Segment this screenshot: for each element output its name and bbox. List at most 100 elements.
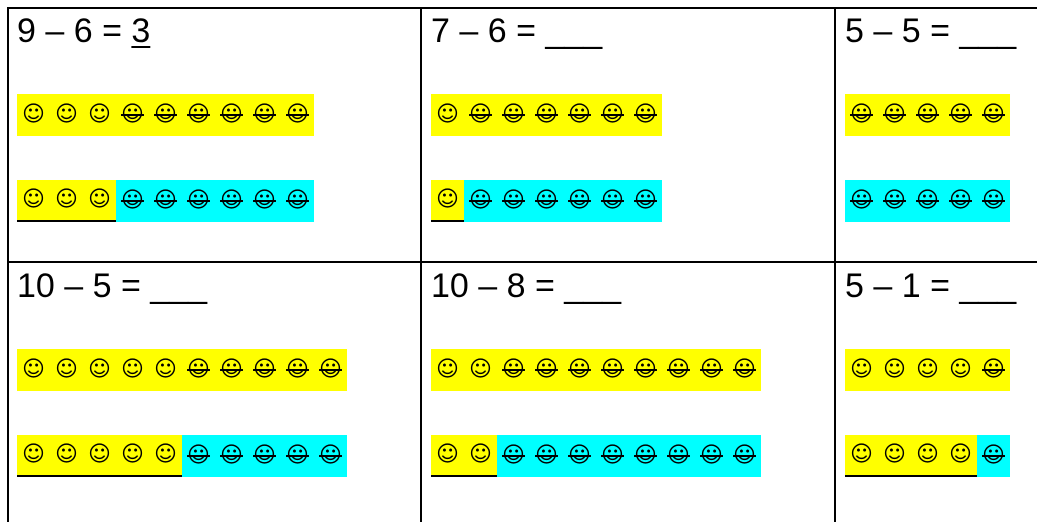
answer-blank: ___: [959, 12, 1017, 50]
removed-smiley-icon: ☺: [629, 435, 662, 477]
grid-line-left: [7, 7, 9, 522]
crossed-out-smiley-icon: ☺: [728, 349, 761, 391]
crossed-out-smiley-icon: ☺: [662, 349, 695, 391]
smiley-icon: ☺: [83, 349, 116, 391]
crossed-out-smiley-icon: ☺: [845, 94, 878, 136]
kept-smiley-icon: ☺: [845, 435, 878, 477]
removed-smiley-icon: ☺: [314, 435, 347, 477]
equation-text: 5 – 1 =: [845, 267, 960, 305]
highlighted-row: ☺☺☺☺☺☺☺☺☺☺: [431, 435, 761, 477]
problem-cell-2: 7 – 6 = ___ ☺☺☺☺☺☺☺ ☺☺☺☺☺☺☺: [421, 7, 835, 262]
subtraction-worksheet: 9 – 6 = 3 ☺☺☺☺☺☺☺☺☺ ☺☺☺☺☺☺☺☺☺ 7 – 6 = __…: [7, 7, 1037, 522]
kept-smiley-icon: ☺: [431, 435, 464, 477]
highlighted-row: ☺☺☺☺☺: [845, 180, 1010, 222]
crossed-out-smiley-icon: ☺: [944, 94, 977, 136]
kept-smiley-icon: ☺: [464, 435, 497, 477]
smiley-icon: ☺: [149, 349, 182, 391]
smiley-icon: ☺: [464, 349, 497, 391]
crossed-out-smiley-icon: ☺: [281, 94, 314, 136]
removed-smiley-icon: ☺: [281, 435, 314, 477]
crossed-out-smiley-icon: ☺: [977, 349, 1010, 391]
removed-smiley-icon: ☺: [596, 180, 629, 222]
removed-smiley-icon: ☺: [944, 180, 977, 222]
crossed-out-smiley-icon: ☺: [629, 349, 662, 391]
kept-smiley-icon: ☺: [17, 435, 50, 477]
crossed-out-smiley-icon: ☺: [314, 349, 347, 391]
crossed-out-smiley-icon: ☺: [497, 349, 530, 391]
crossed-out-smiley-icon: ☺: [596, 349, 629, 391]
removed-smiley-icon: ☺: [530, 435, 563, 477]
crossed-out-smiley-icon: ☺: [149, 94, 182, 136]
smiley-icon: ☺: [50, 349, 83, 391]
removed-smiley-icon: ☺: [215, 180, 248, 222]
removed-smiley-icon: ☺: [215, 435, 248, 477]
crossed-out-smiley-icon: ☺: [530, 94, 563, 136]
smiley-icon: ☺: [83, 94, 116, 136]
crossed-out-smiley-icon: ☺: [911, 94, 944, 136]
grid-line-divider-2: [834, 7, 836, 522]
removed-smiley-icon: ☺: [182, 180, 215, 222]
removed-smiley-icon: ☺: [845, 180, 878, 222]
smiley-icon: ☺: [911, 349, 944, 391]
smiley-icon: ☺: [944, 349, 977, 391]
highlighted-row: ☺☺☺☺☺☺☺: [431, 180, 662, 222]
crossed-out-smiley-icon: ☺: [182, 349, 215, 391]
crossed-out-row: ☺☺☺☺☺: [845, 349, 1010, 391]
crossed-out-smiley-icon: ☺: [248, 94, 281, 136]
crossed-out-smiley-icon: ☺: [215, 94, 248, 136]
kept-smiley-icon: ☺: [50, 435, 83, 477]
equation-text: 10 – 8 =: [431, 267, 565, 305]
equation: 5 – 5 = ___: [845, 11, 1016, 51]
kept-smiley-icon: ☺: [50, 180, 83, 222]
equation: 9 – 6 = 3: [17, 11, 150, 51]
equation-text: 7 – 6 =: [431, 12, 546, 50]
crossed-out-smiley-icon: ☺: [281, 349, 314, 391]
crossed-out-smiley-icon: ☺: [215, 349, 248, 391]
smiley-icon: ☺: [116, 349, 149, 391]
removed-smiley-icon: ☺: [497, 435, 530, 477]
removed-smiley-icon: ☺: [497, 180, 530, 222]
problem-cell-1: 9 – 6 = 3 ☺☺☺☺☺☺☺☺☺ ☺☺☺☺☺☺☺☺☺: [7, 7, 421, 262]
answer-text: 3: [131, 12, 151, 50]
crossed-out-smiley-icon: ☺: [977, 94, 1010, 136]
crossed-out-smiley-icon: ☺: [563, 94, 596, 136]
crossed-out-smiley-icon: ☺: [530, 349, 563, 391]
crossed-out-smiley-icon: ☺: [248, 349, 281, 391]
removed-smiley-icon: ☺: [662, 435, 695, 477]
removed-smiley-icon: ☺: [596, 435, 629, 477]
removed-smiley-icon: ☺: [116, 180, 149, 222]
problem-cell-4: 10 – 5 = ___ ☺☺☺☺☺☺☺☺☺☺ ☺☺☺☺☺☺☺☺☺☺: [7, 262, 421, 522]
kept-smiley-icon: ☺: [17, 180, 50, 222]
removed-smiley-icon: ☺: [977, 180, 1010, 222]
equation-text: 5 – 5 =: [845, 12, 960, 50]
highlighted-row: ☺☺☺☺☺: [845, 435, 1010, 477]
kept-smiley-icon: ☺: [83, 435, 116, 477]
grid-line-top: [7, 7, 1037, 9]
equation: 5 – 1 = ___: [845, 266, 1016, 306]
removed-smiley-icon: ☺: [728, 435, 761, 477]
crossed-out-smiley-icon: ☺: [563, 349, 596, 391]
equation-text: 10 – 5 =: [17, 267, 151, 305]
kept-smiley-icon: ☺: [878, 435, 911, 477]
crossed-out-smiley-icon: ☺: [116, 94, 149, 136]
answer-blank: ___: [150, 267, 208, 305]
crossed-out-row: ☺☺☺☺☺☺☺☺☺☺: [17, 349, 347, 391]
kept-smiley-icon: ☺: [116, 435, 149, 477]
kept-smiley-icon: ☺: [149, 435, 182, 477]
removed-smiley-icon: ☺: [878, 180, 911, 222]
removed-smiley-icon: ☺: [149, 180, 182, 222]
removed-smiley-icon: ☺: [911, 180, 944, 222]
removed-smiley-icon: ☺: [629, 180, 662, 222]
equation: 10 – 5 = ___: [17, 266, 207, 306]
smiley-icon: ☺: [17, 94, 50, 136]
crossed-out-smiley-icon: ☺: [695, 349, 728, 391]
grid-line-divider-1: [420, 7, 422, 522]
kept-smiley-icon: ☺: [83, 180, 116, 222]
smiley-icon: ☺: [431, 94, 464, 136]
highlighted-row: ☺☺☺☺☺☺☺☺☺☺: [17, 435, 347, 477]
crossed-out-row: ☺☺☺☺☺☺☺☺☺: [17, 94, 314, 136]
smiley-icon: ☺: [878, 349, 911, 391]
removed-smiley-icon: ☺: [248, 435, 281, 477]
answer-blank: ___: [959, 267, 1017, 305]
equation-text: 9 – 6 =: [17, 12, 132, 50]
